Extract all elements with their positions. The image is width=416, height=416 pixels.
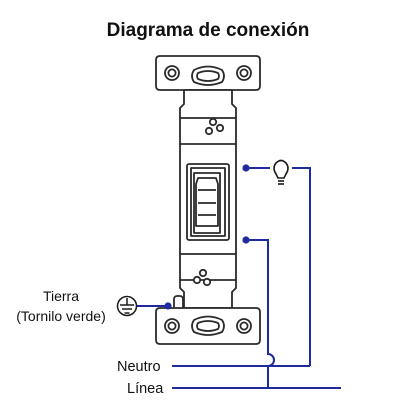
terminal-dot-bottom [242, 236, 250, 244]
wire-lamp-to-neutral [292, 167, 311, 366]
toggle-switch-icon [155, 55, 261, 345]
light-bulb-icon [273, 159, 289, 185]
ground-terminal-dot [164, 302, 172, 310]
ground-label: Tierra [43, 288, 79, 304]
diagram-title: Diagrama de conexión [107, 20, 310, 41]
ground-symbol-icon [116, 295, 138, 317]
toggle-lever [195, 177, 219, 227]
line-label: Línea [127, 381, 164, 397]
wiring [137, 167, 341, 389]
neutral-label: Neutro [117, 359, 161, 375]
terminal-dot-top [242, 164, 250, 172]
ground-note-label: (Tornilo verde) [16, 308, 105, 324]
